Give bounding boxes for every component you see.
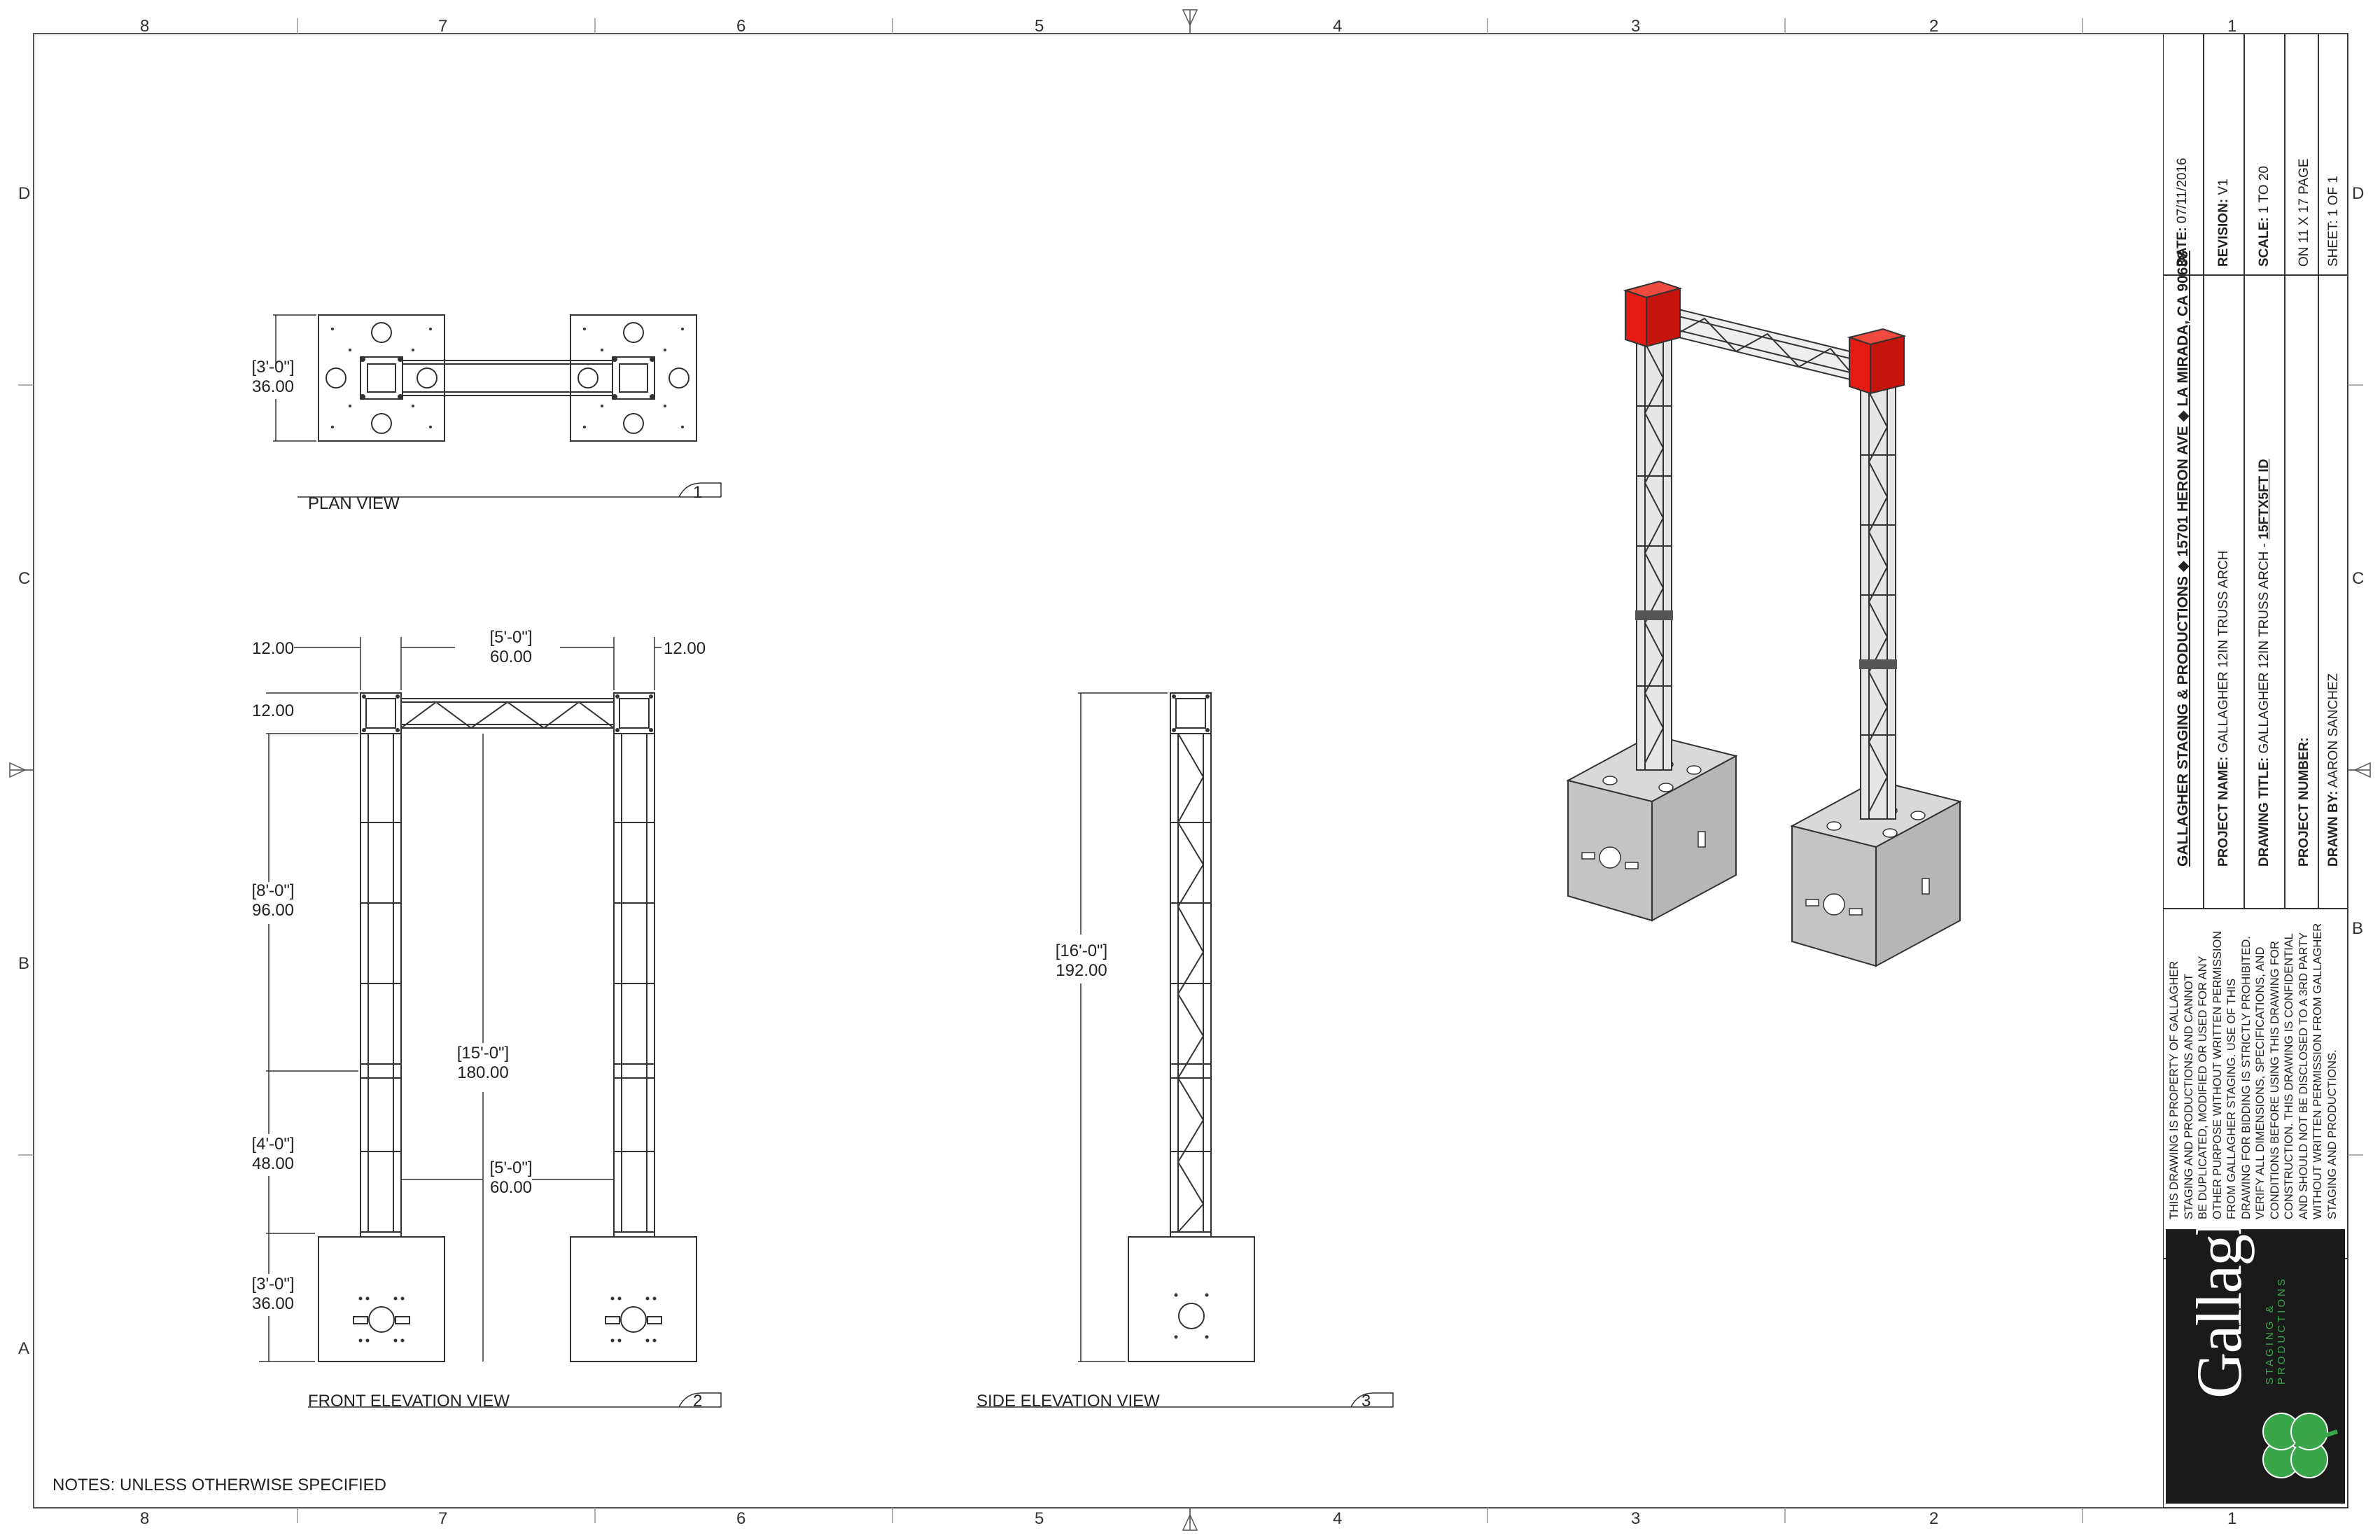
dim-lower-leg-ft: [4'-0"]	[251, 1135, 295, 1154]
drawing-title: DRAWING TITLE: GALLAGHER 12IN TRUSS ARCH…	[2257, 458, 2272, 867]
grid-col-label: 4	[1333, 17, 1343, 36]
grid-col-label: 5	[1035, 1509, 1044, 1528]
grid-row-label: B	[2352, 919, 2364, 938]
dim-lower-leg-in: 48.00	[251, 1154, 295, 1173]
dim-left-width: 12.00	[252, 639, 295, 658]
dim-plan-depth-ft: [3'-0"]	[251, 358, 295, 377]
plan-view-title: PLAN VIEW	[308, 494, 400, 513]
plan-view-number: 1	[693, 483, 703, 502]
grid-row-label: B	[18, 954, 30, 973]
dim-right-width: 12.00	[664, 639, 706, 658]
notes-text: NOTES: UNLESS OTHERWISE SPECIFIED	[52, 1476, 386, 1494]
grid-col-label: 2	[1929, 17, 1939, 36]
dim-top-span-ft: [5'-0"]	[489, 628, 533, 647]
dim-leg-total-in: 180.00	[457, 1063, 509, 1082]
page-size-field: ON 11 X 17 PAGE	[2297, 158, 2311, 267]
dim-upper-leg-in: 96.00	[251, 901, 295, 920]
dim-inner-span-ft: [5'-0"]	[489, 1158, 533, 1177]
front-view-title: FRONT ELEVATION VIEW	[308, 1392, 510, 1410]
side-elevation-drawing	[976, 692, 1394, 1408]
grid-col-label: 1	[2227, 1509, 2237, 1528]
dim-plan-depth-in: 36.00	[251, 377, 295, 396]
dim-base-height-in: 36.00	[251, 1294, 295, 1313]
grid-col-label: 2	[1929, 1509, 1939, 1528]
dim-top-height: 12.00	[252, 701, 295, 720]
grid-col-label: 6	[736, 17, 746, 36]
grid-col-label: 3	[1631, 17, 1641, 36]
grid-row-label: D	[2352, 184, 2365, 203]
grid-row-label: C	[18, 569, 31, 588]
date-field: DATE: 07/11/2016	[2175, 158, 2190, 267]
grid-col-label: 7	[438, 17, 448, 36]
clover-icon	[2262, 1413, 2338, 1478]
grid-col-label: 3	[1631, 1509, 1641, 1528]
front-view-number: 2	[693, 1392, 703, 1410]
disclaimer-line: DRAWING FOR BIDDING IS STRICTLY PROHIBIT…	[2239, 936, 2253, 1219]
grid-row-label: C	[2352, 569, 2365, 588]
isometric-view-drawing	[1566, 280, 1962, 967]
company-logo: Gallagher STAGING & PRODUCTIONS	[2166, 1157, 2345, 1504]
dim-base-height-ft: [3'-0"]	[251, 1275, 295, 1294]
dim-top-span-in: 60.00	[489, 648, 533, 666]
drawn-by: DRAWN BY: AARON SANCHEZ	[2326, 673, 2341, 867]
project-name: PROJECT NAME: GALLAGHER 12IN TRUSS ARCH	[2216, 550, 2231, 867]
dim-leg-total-ft: [15'-0"]	[456, 1044, 510, 1063]
grid-col-label: 1	[2227, 17, 2237, 36]
grid-col-label: 4	[1333, 1509, 1343, 1528]
grid-col-label: 8	[140, 17, 150, 36]
disclaimer-line: BE DUPLICATED, MODIFIED OR USED FOR ANY	[2197, 955, 2209, 1220]
grid-row-label: D	[18, 184, 31, 203]
front-elevation-drawing	[259, 637, 722, 1408]
center-mark-icon	[9, 9, 2371, 1531]
disclaimer-line: AND SHOULD NOT BE DISCLOSED TO A 3RD PAR…	[2297, 932, 2310, 1219]
side-view-number: 3	[1362, 1392, 1371, 1410]
disclaimer-block: THIS DRAWING IS PROPERTY OF GALLAGHER ST…	[2167, 879, 2339, 1219]
disclaimer-line: STAGING AND PRODUCTIONS.	[2325, 1049, 2339, 1219]
dim-inner-span-in: 60.00	[489, 1178, 533, 1197]
sheet-field: SHEET: 1 OF 1	[2326, 176, 2341, 267]
disclaimer-line: FROM GALLAGHER STAGING. USE OF THIS	[2225, 978, 2238, 1219]
dim-side-total-in: 192.00	[1056, 961, 1107, 980]
scale-field: SCALE: 1 TO 20	[2257, 166, 2272, 267]
grid-col-label: 6	[736, 1509, 746, 1528]
company-address: GALLAGHER STAGING & PRODUCTIONS ◆ 15701 …	[2175, 251, 2191, 867]
dim-upper-leg-ft: [8'-0"]	[251, 881, 295, 900]
disclaimer-line: CONSTRUCTION. THIS DRAWING IS CONFIDENTI…	[2283, 933, 2295, 1219]
plan-view-drawing	[273, 314, 722, 498]
grid-col-label: 7	[438, 1509, 448, 1528]
grid-row-label: A	[18, 1339, 30, 1358]
disclaimer-line: WITHOUT WRITTEN PERMISSION FROM GALLAGHE…	[2311, 923, 2324, 1219]
disclaimer-line: OTHER PURPOSE WITHOUT WRITTEN PERMISSION	[2211, 930, 2224, 1219]
grid-col-label: 8	[140, 1509, 150, 1528]
logo-subtitle: STAGING & PRODUCTIONS	[2264, 1276, 2288, 1385]
disclaimer-line: CONDITIONS BEFORE USING THIS DRAWING FOR	[2268, 941, 2281, 1219]
title-block: Gallagher STAGING & PRODUCTIONS THIS DRA…	[2163, 34, 2348, 1508]
disclaimer-line: THIS DRAWING IS PROPERTY OF GALLAGHER	[2168, 960, 2180, 1219]
side-view-title: SIDE ELEVATION VIEW	[976, 1392, 1160, 1410]
project-number: PROJECT NUMBER:	[2297, 737, 2311, 867]
dim-side-total-ft: [16'-0"]	[1055, 941, 1108, 960]
disclaimer-line: STAGING AND PRODUCTIONS AND CANNOT	[2182, 974, 2195, 1219]
disclaimer-line: VERIFY ALL DIMENSIONS, SPECIFICATIONS, A…	[2254, 946, 2267, 1219]
revision-field: REVISION: V1	[2216, 178, 2231, 267]
grid-col-label: 5	[1035, 17, 1044, 36]
